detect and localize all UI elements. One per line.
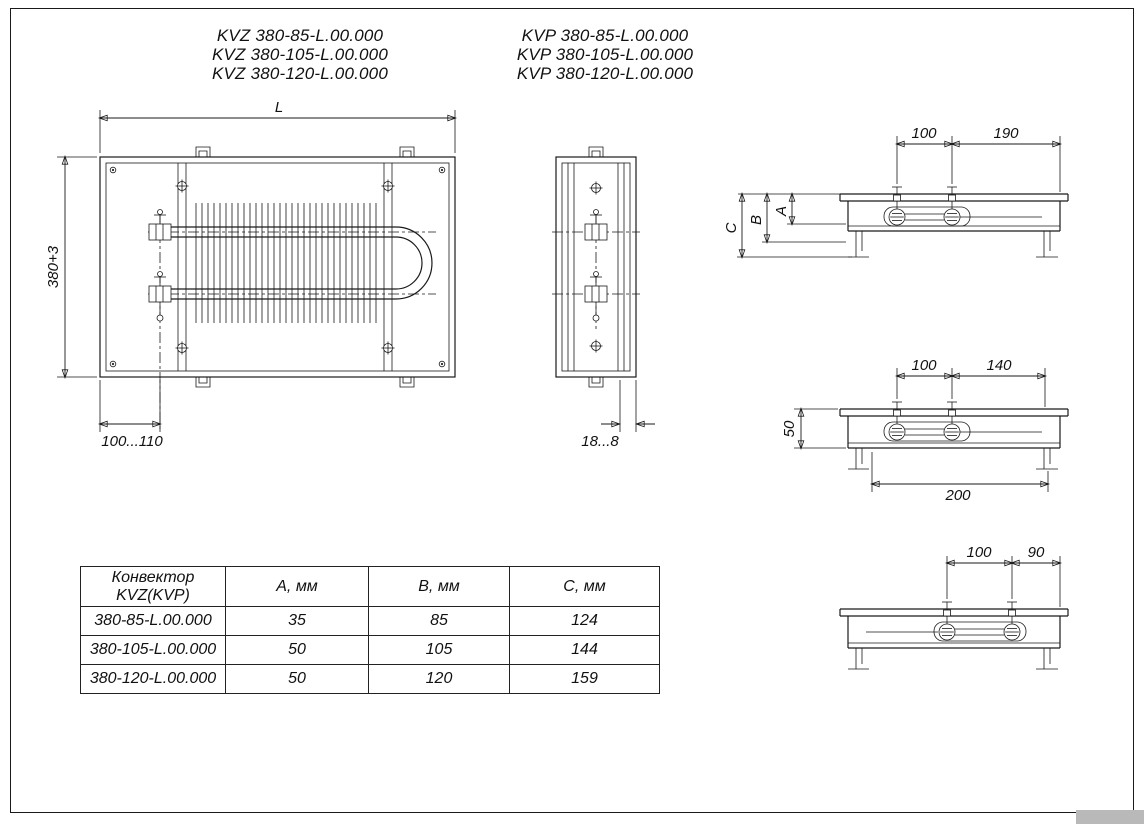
cell-c: 159 [509,664,660,694]
cell-model: 380-120-L.00.000 [80,664,226,694]
dim-label-100: 100 [911,357,937,374]
side-view-middle [839,401,1069,470]
title-line: KVZ 380-120-L.00.000 [211,64,388,83]
spec-table: Конвектор KVZ(KVP) А, мм В, мм С, мм 380… [80,566,660,694]
screw-icon [589,339,603,353]
end-view-dimensions: 18...8 [581,380,655,450]
title-line: KVP 380-120-L.00.000 [516,64,694,83]
title-block-kvz: KVZ 380-85-L.00.000 KVZ 380-105-L.00.000… [195,26,405,83]
dim-label-c: C [723,222,740,233]
valve-knob [1003,601,1021,641]
header-b: В, мм [368,566,510,607]
valve-fitting-upper [148,209,172,241]
plan-view-dimensions: L 380+3 100...110 [45,99,458,450]
dim-label-90: 90 [1028,544,1045,561]
cell-a: 50 [225,635,369,665]
side-view-bottom-dimensions: 100 90 [944,544,1063,607]
valve-knob [888,186,906,226]
title-line: KVP 380-105-L.00.000 [516,45,694,64]
valve-fitting-lower [148,271,172,303]
title-line: KVP 380-85-L.00.000 [521,26,689,45]
screw-icon [175,179,189,193]
heat-exchanger-tubes [170,226,433,300]
plan-view [99,146,456,430]
cell-b: 85 [368,606,510,636]
side-view-middle-dimensions: 100 140 50 200 [781,357,1051,504]
table-header-row: Конвектор KVZ(KVP) А, мм В, мм С, мм [80,566,660,607]
heat-exchanger-fins [195,203,377,323]
screw-icon [109,360,117,368]
cell-b: 120 [368,664,510,694]
valve-fitting-lower [584,271,608,303]
screw-icon [589,181,603,195]
valve-knob [943,401,961,441]
cell-b: 105 [368,635,510,665]
screw-icon [438,360,446,368]
drain-valve [592,314,600,322]
valve-fitting-upper [584,209,608,241]
header-model-line1: Конвектор [111,568,195,586]
table-row: 380-105-L.00.000 50 105 144 [80,635,660,665]
header-model-line2: KVZ(KVP) [116,586,190,604]
title-block-kvp: KVP 380-85-L.00.000 KVP 380-105-L.00.000… [500,26,710,83]
screw-icon [381,179,395,193]
table-row: 380-85-L.00.000 35 85 124 [80,606,660,636]
dim-label-valve-offset: 100...110 [101,433,163,450]
screw-icon [438,166,446,174]
table-row: 380-120-L.00.000 50 120 159 [80,664,660,694]
drain-valve [156,314,164,322]
header-a: А, мм [225,566,369,607]
side-view-top [839,186,1069,258]
dim-label-grille-gap: 18...8 [581,433,619,450]
cell-a: 50 [225,664,369,694]
cell-model: 380-85-L.00.000 [80,606,226,636]
corner-label-box [1076,810,1144,824]
dim-label-190: 190 [993,125,1019,142]
sheet-border-frame [10,8,1134,813]
dim-label-100: 100 [966,544,992,561]
cell-model: 380-105-L.00.000 [80,635,226,665]
dim-label-50: 50 [781,420,798,437]
title-line: KVZ 380-85-L.00.000 [216,26,384,45]
screw-icon [381,341,395,355]
dim-label-a: A [773,206,790,217]
dim-label-100: 100 [911,125,937,142]
valve-knob [943,186,961,226]
side-view-top-dimensions: 100 190 A B C [723,125,1063,260]
dim-label-length: L [275,99,283,116]
header-c: С, мм [509,566,660,607]
screw-icon [175,341,189,355]
valve-knob [938,601,956,641]
header-model: Конвектор KVZ(KVP) [80,566,226,607]
cell-c: 144 [509,635,660,665]
screw-icon [109,166,117,174]
dim-label-b: B [748,215,765,225]
dim-label-width: 380+3 [45,245,62,288]
title-line: KVZ 380-105-L.00.000 [211,45,388,64]
cell-a: 35 [225,606,369,636]
cell-c: 124 [509,606,660,636]
dim-label-200: 200 [944,487,971,504]
valve-knob [888,401,906,441]
end-view [552,146,640,388]
dim-label-140: 140 [986,357,1012,374]
side-view-bottom [839,601,1069,670]
